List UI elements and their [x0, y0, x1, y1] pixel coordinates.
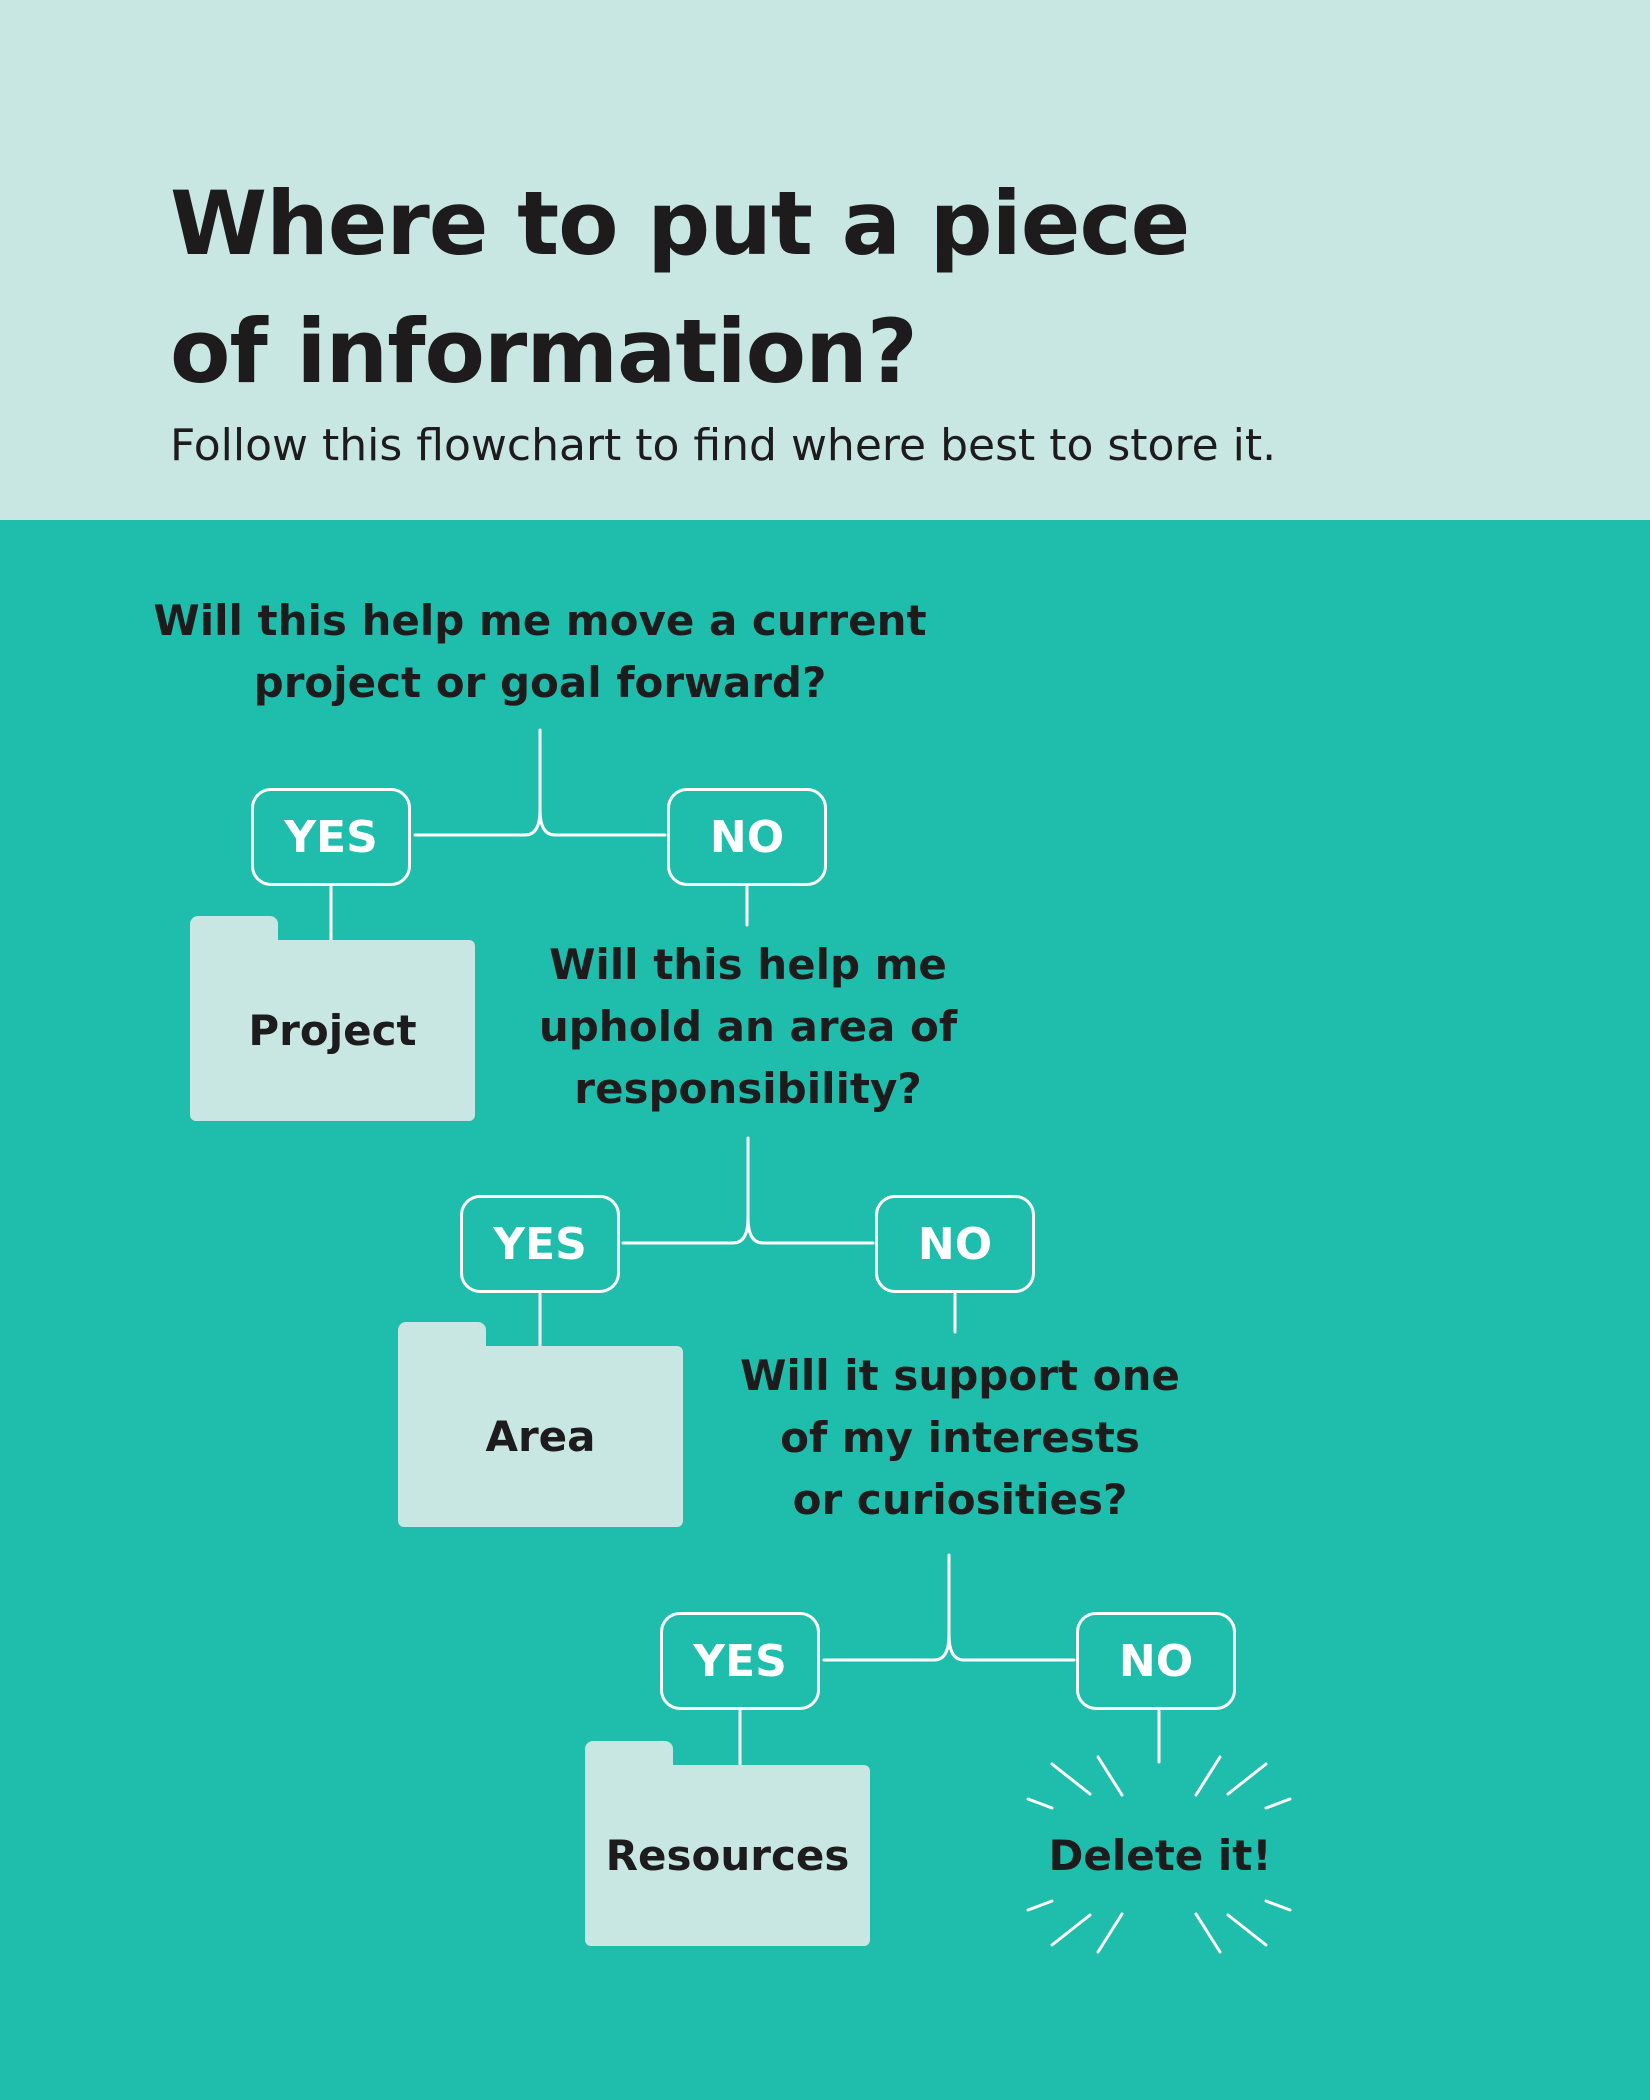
- q3-connector: [822, 1553, 1076, 1662]
- q2-yes-pill: YES: [460, 1195, 620, 1293]
- q3-no-pill: NO: [1076, 1612, 1236, 1710]
- page-title: Where to put a piece of information?: [170, 172, 1190, 403]
- burst-lines: [1026, 1755, 1292, 1954]
- page-subtitle: Follow this flowchart to find where best…: [170, 420, 1277, 471]
- q1-yes-pill: YES: [251, 788, 411, 886]
- folder-resources-label: Resources: [585, 1765, 870, 1946]
- folder-project-label: Project: [190, 940, 475, 1121]
- question-project: Will this help me move a current project…: [153, 596, 927, 707]
- header-panel: Where to put a piece of information? Fol…: [0, 0, 1650, 520]
- question-resources: Will it support one of my interests or c…: [740, 1351, 1180, 1524]
- folder-project: Project: [190, 916, 475, 1121]
- q3-yes-pill: YES: [660, 1612, 820, 1710]
- q1-connector: [413, 728, 667, 837]
- question-area: Will this help me uphold an area of resp…: [538, 940, 958, 1113]
- q2-connector: [621, 1136, 875, 1245]
- q2-no-pill: NO: [875, 1195, 1035, 1293]
- q1-no-pill: NO: [667, 788, 827, 886]
- folder-area: Area: [398, 1322, 683, 1527]
- folder-resources: Resources: [585, 1741, 870, 1946]
- delete-it-label: Delete it!: [1048, 1830, 1272, 1880]
- folder-area-label: Area: [398, 1346, 683, 1527]
